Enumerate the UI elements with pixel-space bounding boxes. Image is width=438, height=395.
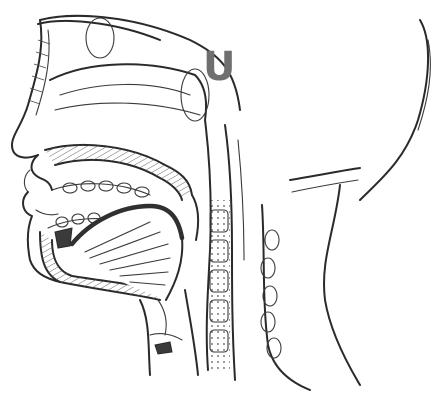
nose — [12, 20, 50, 158]
upper-teeth — [52, 181, 150, 197]
larynx — [140, 290, 198, 375]
cervical-vertebrae — [208, 200, 230, 370]
upper-lip — [24, 155, 52, 192]
vowel-label: U — [203, 44, 235, 90]
neck-outline — [324, 20, 430, 385]
nasal-cavity — [50, 18, 209, 121]
